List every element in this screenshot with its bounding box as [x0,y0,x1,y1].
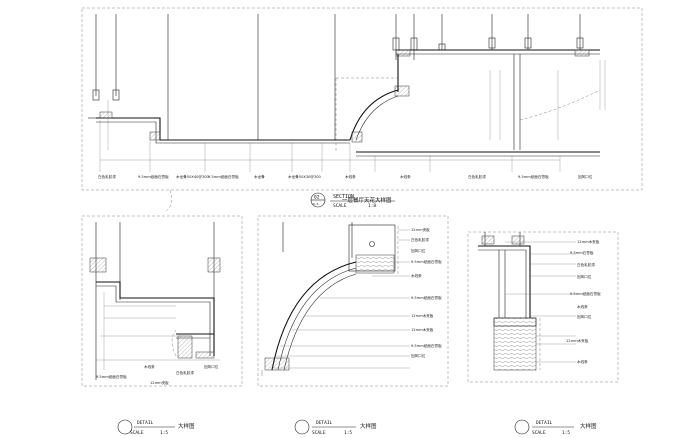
detail-note: 12mm木夹板 [577,239,600,244]
main-note: 9.5mm纸面石膏板 [518,174,549,179]
detail-label: DETAIL [137,420,154,426]
detail-scale-value: 1:5 [160,430,168,436]
detail-title: 大样图 [580,422,597,430]
main-leaders [99,120,561,172]
curved-cove [349,85,410,143]
upper-ceiling-level [395,49,600,57]
main-note: 9.5mm纸面石膏板 [208,174,239,179]
detail-note: 回风口位 [411,353,426,358]
detail-2-title: DETAIL SCALE 1:5 大样图 [294,419,377,436]
detail-scale-value: 1:5 [344,430,352,436]
hanger-rods [95,14,581,140]
detail-note: 回风口位 [411,248,426,253]
left-ceiling-drop [88,111,350,144]
detail-3-border [467,231,619,383]
detail-1-border [81,215,243,387]
detail-3-notes: 12mm木夹板 9.5mm石膏板 白色乳胶漆 回风口位 9.5mm纸面石膏板 木… [566,239,601,364]
detail-note: 白色乳胶漆 [176,370,194,375]
detail-note: 白色乳胶漆 [411,237,429,242]
main-note: 回风口位 [578,174,593,179]
dashed-outlines [164,77,398,213]
right-soffit [356,54,601,157]
detail-2-notes: 12mm夹板 白色乳胶漆 回风口位 9.5mm纸面石膏板 木线条 9.5mm纸面… [411,227,442,358]
detail-note: 回风口位 [577,274,592,279]
detail-label: DETAIL [536,420,553,426]
detail-scale-label: SCALE [130,430,144,436]
detail-note: 9.5mm纸面石膏板 [411,259,442,264]
detail-scale-label: SCALE [532,430,546,436]
main-section-title: 02 D-A SECTION SCALE 1:8 一层餐厅天花大样图 [310,192,395,209]
detail-note: 12mm夹板 [150,380,169,385]
detail-note: 9.5mm石膏板 [570,250,594,255]
main-ceiling-section: 白色乳胶漆 9.5mm纸面石膏板 木龙骨50X40@300 9.5mm纸面石膏板… [81,7,643,213]
detail-scale-value: 1:5 [562,430,570,436]
detail-note: 12mm木夹板 [411,327,434,332]
detail-2: 12mm夹板 白色乳胶漆 回风口位 9.5mm纸面石膏板 木线条 9.5mm纸面… [257,215,449,436]
detail-note: 木线条 [577,359,588,364]
detail-note: 12mm夹板 [411,227,430,232]
section-label: SECTION [333,194,354,200]
detail-note: 回风口位 [204,364,219,369]
section-scale-label: SCALE [333,203,347,209]
main-note: 木龙骨50X30@300 [288,174,322,179]
detail-title: 大样图 [360,422,377,430]
main-section-border [81,7,643,191]
main-note: 白色乳胶漆 [468,174,486,179]
main-note: 木龙骨50X40@300 [176,174,210,179]
detail-3-title: DETAIL SCALE 1:5 大样图 [514,419,597,436]
detail-note: 9.5mm纸面石膏板 [96,374,127,379]
detail-2-border [257,215,449,387]
detail-scale-label: SCALE [312,430,326,436]
detail-1-title: DETAIL SCALE 1:5 大样图 [117,419,195,436]
detail-note: 木线条 [411,273,422,278]
hanger-clips [92,37,584,101]
detail-note: 12mm木夹板 [411,313,434,318]
section-ref-sub: D-A [313,202,319,206]
section-title: 一层餐厅天花大样图 [342,196,392,204]
main-note: 木线条 [400,174,411,179]
detail-note: 9.5mm纸面石膏板 [570,291,601,296]
detail-3: 12mm木夹板 9.5mm石膏板 白色乳胶漆 回风口位 9.5mm纸面石膏板 木… [467,231,619,436]
detail-note: 9.5mm纸面石膏板 [411,343,442,348]
section-ref: 02 [314,195,320,201]
main-dimensions [107,60,606,150]
detail-note: 9.5mm纸面石膏板 [411,295,442,300]
main-note: 木线条 [345,174,356,179]
detail-note: 回风口位 [577,314,592,319]
main-notes: 白色乳胶漆 9.5mm纸面石膏板 木龙骨50X40@300 9.5mm纸面石膏板… [98,174,593,179]
detail-note: 白色乳胶漆 [577,262,595,267]
detail-note: 木线条 [144,364,155,369]
detail-label: DETAIL [316,420,333,426]
main-note: 白色乳胶漆 [98,174,116,179]
detail-1: 9.5mm纸面石膏板 白色乳胶漆 木线条 回风口位 12mm夹板 DETAIL … [81,215,243,436]
detail-note: 木线条 [577,304,588,309]
main-note: 木龙骨 [254,174,265,179]
main-note: 9.5mm纸面石膏板 [138,174,169,179]
detail-note: 12mm木夹板 [566,338,589,343]
detail-1-notes: 9.5mm纸面石膏板 白色乳胶漆 木线条 回风口位 12mm夹板 [96,364,219,385]
section-scale-value: 1:8 [368,203,376,209]
detail-title: 大样图 [178,422,195,430]
